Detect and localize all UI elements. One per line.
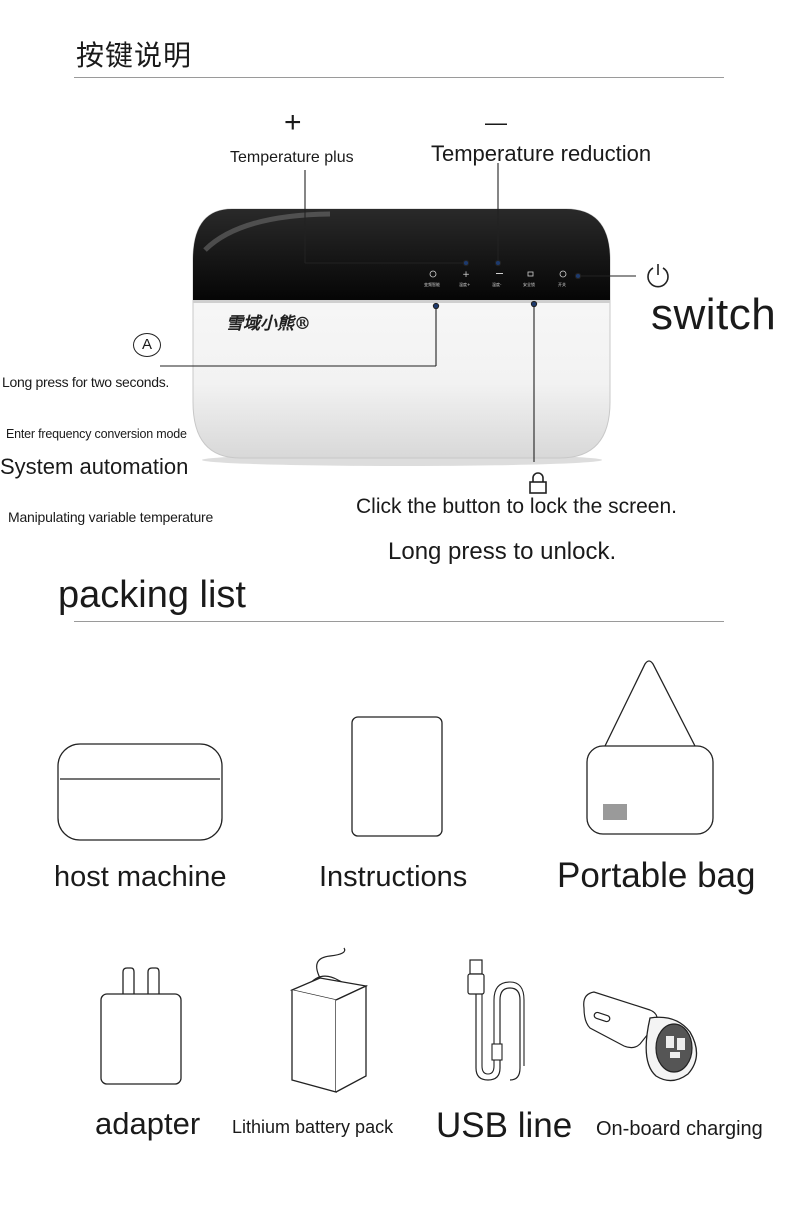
lock-unlock-label: Long press to unlock. — [388, 538, 617, 565]
panel-label-auto: 变频智能 — [424, 282, 440, 287]
portable-bag-drawing — [586, 660, 714, 835]
packing-title-divider — [74, 621, 724, 622]
enter-mode-label: Enter frequency conversion mode — [6, 427, 187, 441]
packing-label-instructions: Instructions — [319, 861, 468, 893]
battery-pack-drawing — [289, 947, 369, 1093]
temperature-reduction-label: Temperature reduction — [431, 141, 652, 166]
brand-logo: 雪域小熊® — [226, 314, 311, 334]
packing-label-battery: Lithium battery pack — [232, 1117, 394, 1137]
plus-symbol: + — [284, 106, 302, 139]
usb-line-drawing — [467, 959, 525, 1081]
panel-label-lock: 安全锁 — [523, 282, 535, 287]
buttons-title-divider — [74, 77, 724, 78]
packing-label-usb: USB line — [436, 1106, 573, 1145]
auto-mode-symbol: A — [141, 336, 152, 353]
svg-text:+: + — [462, 270, 470, 280]
auto-mode-icon: A — [133, 333, 161, 357]
power-icon — [647, 264, 669, 288]
packing-label-bag: Portable bag — [557, 856, 756, 895]
instructions-drawing — [351, 716, 443, 837]
car-charger-drawing — [583, 991, 698, 1082]
manipulating-label: Manipulating variable temperature — [8, 509, 214, 525]
long-press-label: Long press for two seconds. — [2, 374, 169, 390]
panel-label-power: 开关 — [558, 282, 566, 287]
switch-label: switch — [651, 290, 777, 339]
panel-label-plus: 温度+ — [459, 282, 471, 287]
packing-label-host: host machine — [54, 861, 227, 893]
device-illustration: + — [160, 163, 636, 466]
packing-label-adapter: adapter — [95, 1106, 201, 1141]
adapter-drawing — [100, 967, 182, 1085]
panel-label-minus: 温度- — [492, 282, 502, 287]
system-automation-label: System automation — [0, 454, 189, 479]
packing-label-car: On-board charging — [596, 1118, 763, 1140]
lock-icon — [529, 472, 547, 494]
packing-section-title: packing list — [58, 574, 246, 616]
lock-click-label: Click the button to lock the screen. — [356, 495, 677, 518]
temperature-plus-label: Temperature plus — [230, 149, 354, 166]
host-machine-drawing — [57, 743, 223, 841]
buttons-section-title: 按键说明 — [76, 39, 193, 72]
minus-symbol: — — [485, 110, 507, 135]
